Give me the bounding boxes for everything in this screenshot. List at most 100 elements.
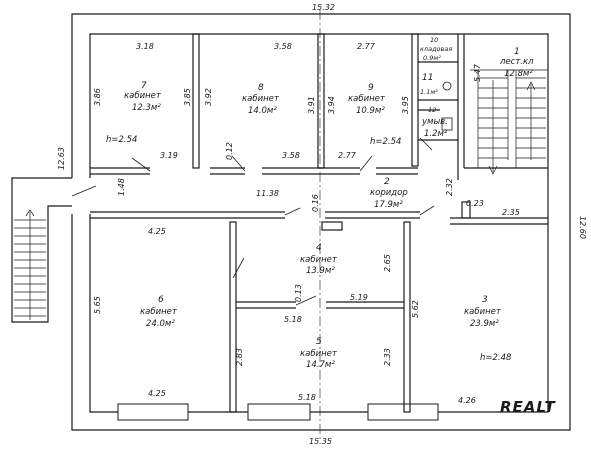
room-10-name: кладовая xyxy=(420,45,452,53)
room-1-dim: 5.47 xyxy=(473,63,482,82)
windows xyxy=(117,403,439,421)
door xyxy=(232,257,245,279)
room-5-bottom-dim: 5.18 xyxy=(298,393,316,402)
fixtures xyxy=(441,81,453,131)
room-7-right-dim: 3.85 xyxy=(183,88,192,106)
door xyxy=(295,295,317,306)
room-7-left-dim: 3.86 xyxy=(93,88,102,106)
room-9-name: кабинет xyxy=(348,94,386,104)
room-9-area: 10.9м² xyxy=(356,106,385,116)
room-2-area: 17.9м² xyxy=(374,200,403,210)
wall-7-8 xyxy=(192,33,200,169)
interior-walls xyxy=(90,33,548,413)
overall-bottom-width: 15.35 xyxy=(309,437,332,446)
room-4-name: кабинет xyxy=(300,255,338,265)
corridor-length: 11.38 xyxy=(256,189,279,198)
exterior-outline xyxy=(71,13,571,431)
corridor-wall-dim: 0.16 xyxy=(311,194,320,212)
room-2-number: 2 xyxy=(384,177,390,187)
outer-walls xyxy=(11,13,571,431)
room-7-area: 12.3м² xyxy=(132,103,161,113)
room-8-top-dim: 3.58 xyxy=(274,42,292,51)
room-9-height: h=2.54 xyxy=(370,137,401,147)
overall-left-height: 12.63 xyxy=(57,147,66,170)
wall-8-9 xyxy=(317,33,325,169)
room-1-area: 12.8м² xyxy=(504,69,533,79)
entrance-porch xyxy=(11,177,72,323)
corridor-width: 1.48 xyxy=(117,178,126,196)
room-8-area: 14.0м² xyxy=(248,106,277,116)
window xyxy=(117,403,189,421)
door xyxy=(419,137,433,151)
room-11-area: 1.1м² xyxy=(420,88,438,96)
room-2-name: коридор xyxy=(370,188,408,198)
room-8-bottom-dim: 3.58 xyxy=(282,151,300,160)
room-3-number: 3 xyxy=(482,295,488,305)
room-4-wall-dim: 0.13 xyxy=(294,284,303,302)
room-6-name: кабинет xyxy=(140,307,178,317)
room-5-area: 14.7м² xyxy=(306,360,335,370)
room-3-name: кабинет xyxy=(464,307,502,317)
room-3-bottom-dim: 4.26 xyxy=(458,396,476,405)
room-4-bottom-dim: 5.19 xyxy=(350,293,368,302)
entrance-stair xyxy=(14,209,46,320)
room-7-name: кабинет xyxy=(124,91,162,101)
room-6-bottom-dim: 4.25 xyxy=(148,389,166,398)
room-10-area: 0.9м² xyxy=(423,54,441,62)
toilet-icon xyxy=(442,81,452,91)
room-9-top-dim: 2.77 xyxy=(357,42,376,51)
room-5-left-dim: 2.83 xyxy=(235,348,244,366)
room-8-left-dim: 3.92 xyxy=(204,88,213,106)
room-5-right-dim: 2.33 xyxy=(383,348,392,366)
wall-thickness: 0.12 xyxy=(225,142,234,160)
window xyxy=(247,403,311,421)
room-11-number: 11 xyxy=(422,73,433,83)
overall-right-height: 12.60 xyxy=(578,216,587,239)
room-8-right-dim: 3.91 xyxy=(307,96,316,114)
room-4-right-dim: 2.65 xyxy=(383,254,392,272)
doors xyxy=(71,137,435,306)
room-5-number: 5 xyxy=(316,337,322,347)
room-6-left-dim: 5.65 xyxy=(93,296,102,314)
wall-6-4 xyxy=(229,221,237,413)
room-12-area: 1.2м² xyxy=(424,129,448,139)
room-9-number: 9 xyxy=(368,83,374,93)
room-1-name: лест.кл xyxy=(499,57,534,67)
corridor-niche-dim: 0.23 xyxy=(466,199,484,208)
room-3-area: 23.9м² xyxy=(470,319,499,329)
door xyxy=(284,207,301,216)
room-12-number: 12 xyxy=(428,106,436,114)
room-4-number: 4 xyxy=(316,243,322,253)
room-4-area: 13.9м² xyxy=(306,266,335,276)
door xyxy=(419,205,435,216)
room-7-top-dim: 3.18 xyxy=(136,42,154,51)
room-7-number: 7 xyxy=(141,81,147,91)
room-5-name: кабинет xyxy=(300,349,338,359)
room-1-number: 1 xyxy=(514,47,520,57)
room-3-height: h=2.48 xyxy=(480,353,512,363)
wall-9-service xyxy=(411,33,419,167)
room-5-top-dim: 5.18 xyxy=(284,315,302,324)
room-7-height: h=2.54 xyxy=(106,135,137,145)
watermark: REALT xyxy=(500,398,556,416)
interior-outline xyxy=(89,33,549,413)
room-6-area: 24.0м² xyxy=(146,319,175,329)
room-8-name: кабинет xyxy=(242,94,280,104)
corridor-side-dim: 2.32 xyxy=(445,178,454,196)
room-6-number: 6 xyxy=(158,295,164,305)
overall-top-width: 15.32 xyxy=(312,3,335,12)
door xyxy=(359,155,373,172)
door xyxy=(131,157,151,172)
wall-4-3 xyxy=(403,221,411,413)
room-9-bottom-dim: 2.77 xyxy=(338,151,357,160)
room-3-left-dim: 5.62 xyxy=(411,300,420,318)
door xyxy=(71,185,97,197)
window xyxy=(367,403,439,421)
room-9-left-dim: 3.94 xyxy=(327,96,336,114)
room-12-name: умыв. xyxy=(421,117,448,127)
main-stair xyxy=(470,69,548,175)
sink-icon xyxy=(441,117,453,131)
room-7-bottom-dim: 3.19 xyxy=(160,151,178,160)
corridor-end-dim: 2.35 xyxy=(502,208,520,217)
